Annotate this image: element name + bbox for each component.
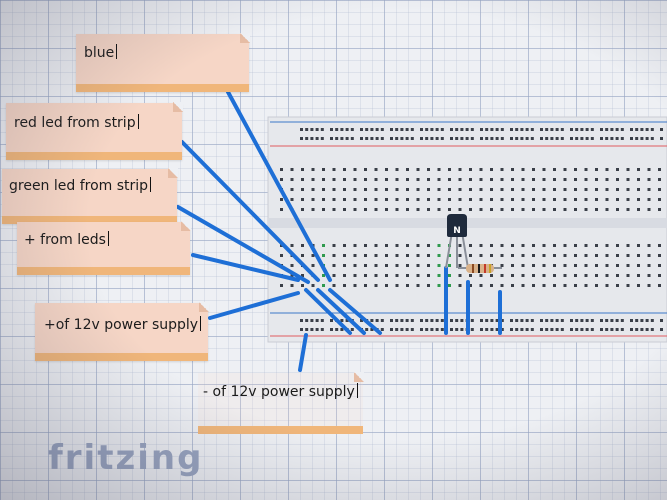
note-text[interactable]: green led from strip (9, 177, 151, 194)
wire-plus-12v[interactable] (208, 291, 300, 320)
wire-green[interactable] (176, 205, 310, 284)
wire-blue[interactable] (226, 90, 332, 282)
breadboard-terminal-strips (268, 168, 667, 287)
top-power-rail (270, 121, 667, 147)
note-fold-icon (199, 302, 209, 312)
note-green-led[interactable]: green led from strip (2, 168, 178, 224)
note-fold-icon (168, 168, 178, 178)
note-minus-12v[interactable]: - of 12v power supply (198, 372, 364, 434)
note-plus-leds[interactable]: + from leds (17, 221, 191, 275)
note-text[interactable]: blue (84, 44, 117, 61)
wire-board-3[interactable] (328, 288, 382, 335)
note-text[interactable]: red led from strip (14, 114, 139, 131)
note-fold-icon (354, 372, 364, 382)
resistor[interactable] (458, 264, 502, 273)
wire-board-1[interactable] (304, 288, 352, 335)
note-blue[interactable]: blue (76, 33, 250, 92)
note-fold-icon (240, 33, 250, 43)
wire-plus-leds[interactable] (191, 253, 300, 282)
note-plus-12v[interactable]: +of 12v power supply (35, 302, 209, 361)
wire-minus-12v[interactable] (298, 333, 308, 372)
transistor-label: N (453, 226, 461, 236)
wires[interactable] (176, 90, 502, 372)
note-red-led[interactable]: red led from strip (6, 102, 183, 160)
fritzing-logo: fritzing (48, 438, 204, 478)
note-text[interactable]: - of 12v power supply (203, 383, 358, 400)
transistor[interactable]: N (445, 214, 469, 269)
note-text[interactable]: + from leds (24, 231, 109, 248)
note-fold-icon (173, 102, 183, 112)
wire-board-2[interactable] (316, 288, 366, 335)
note-text[interactable]: +of 12v power supply (44, 316, 201, 333)
note-fold-icon (181, 221, 191, 231)
wire-red[interactable] (180, 140, 320, 282)
